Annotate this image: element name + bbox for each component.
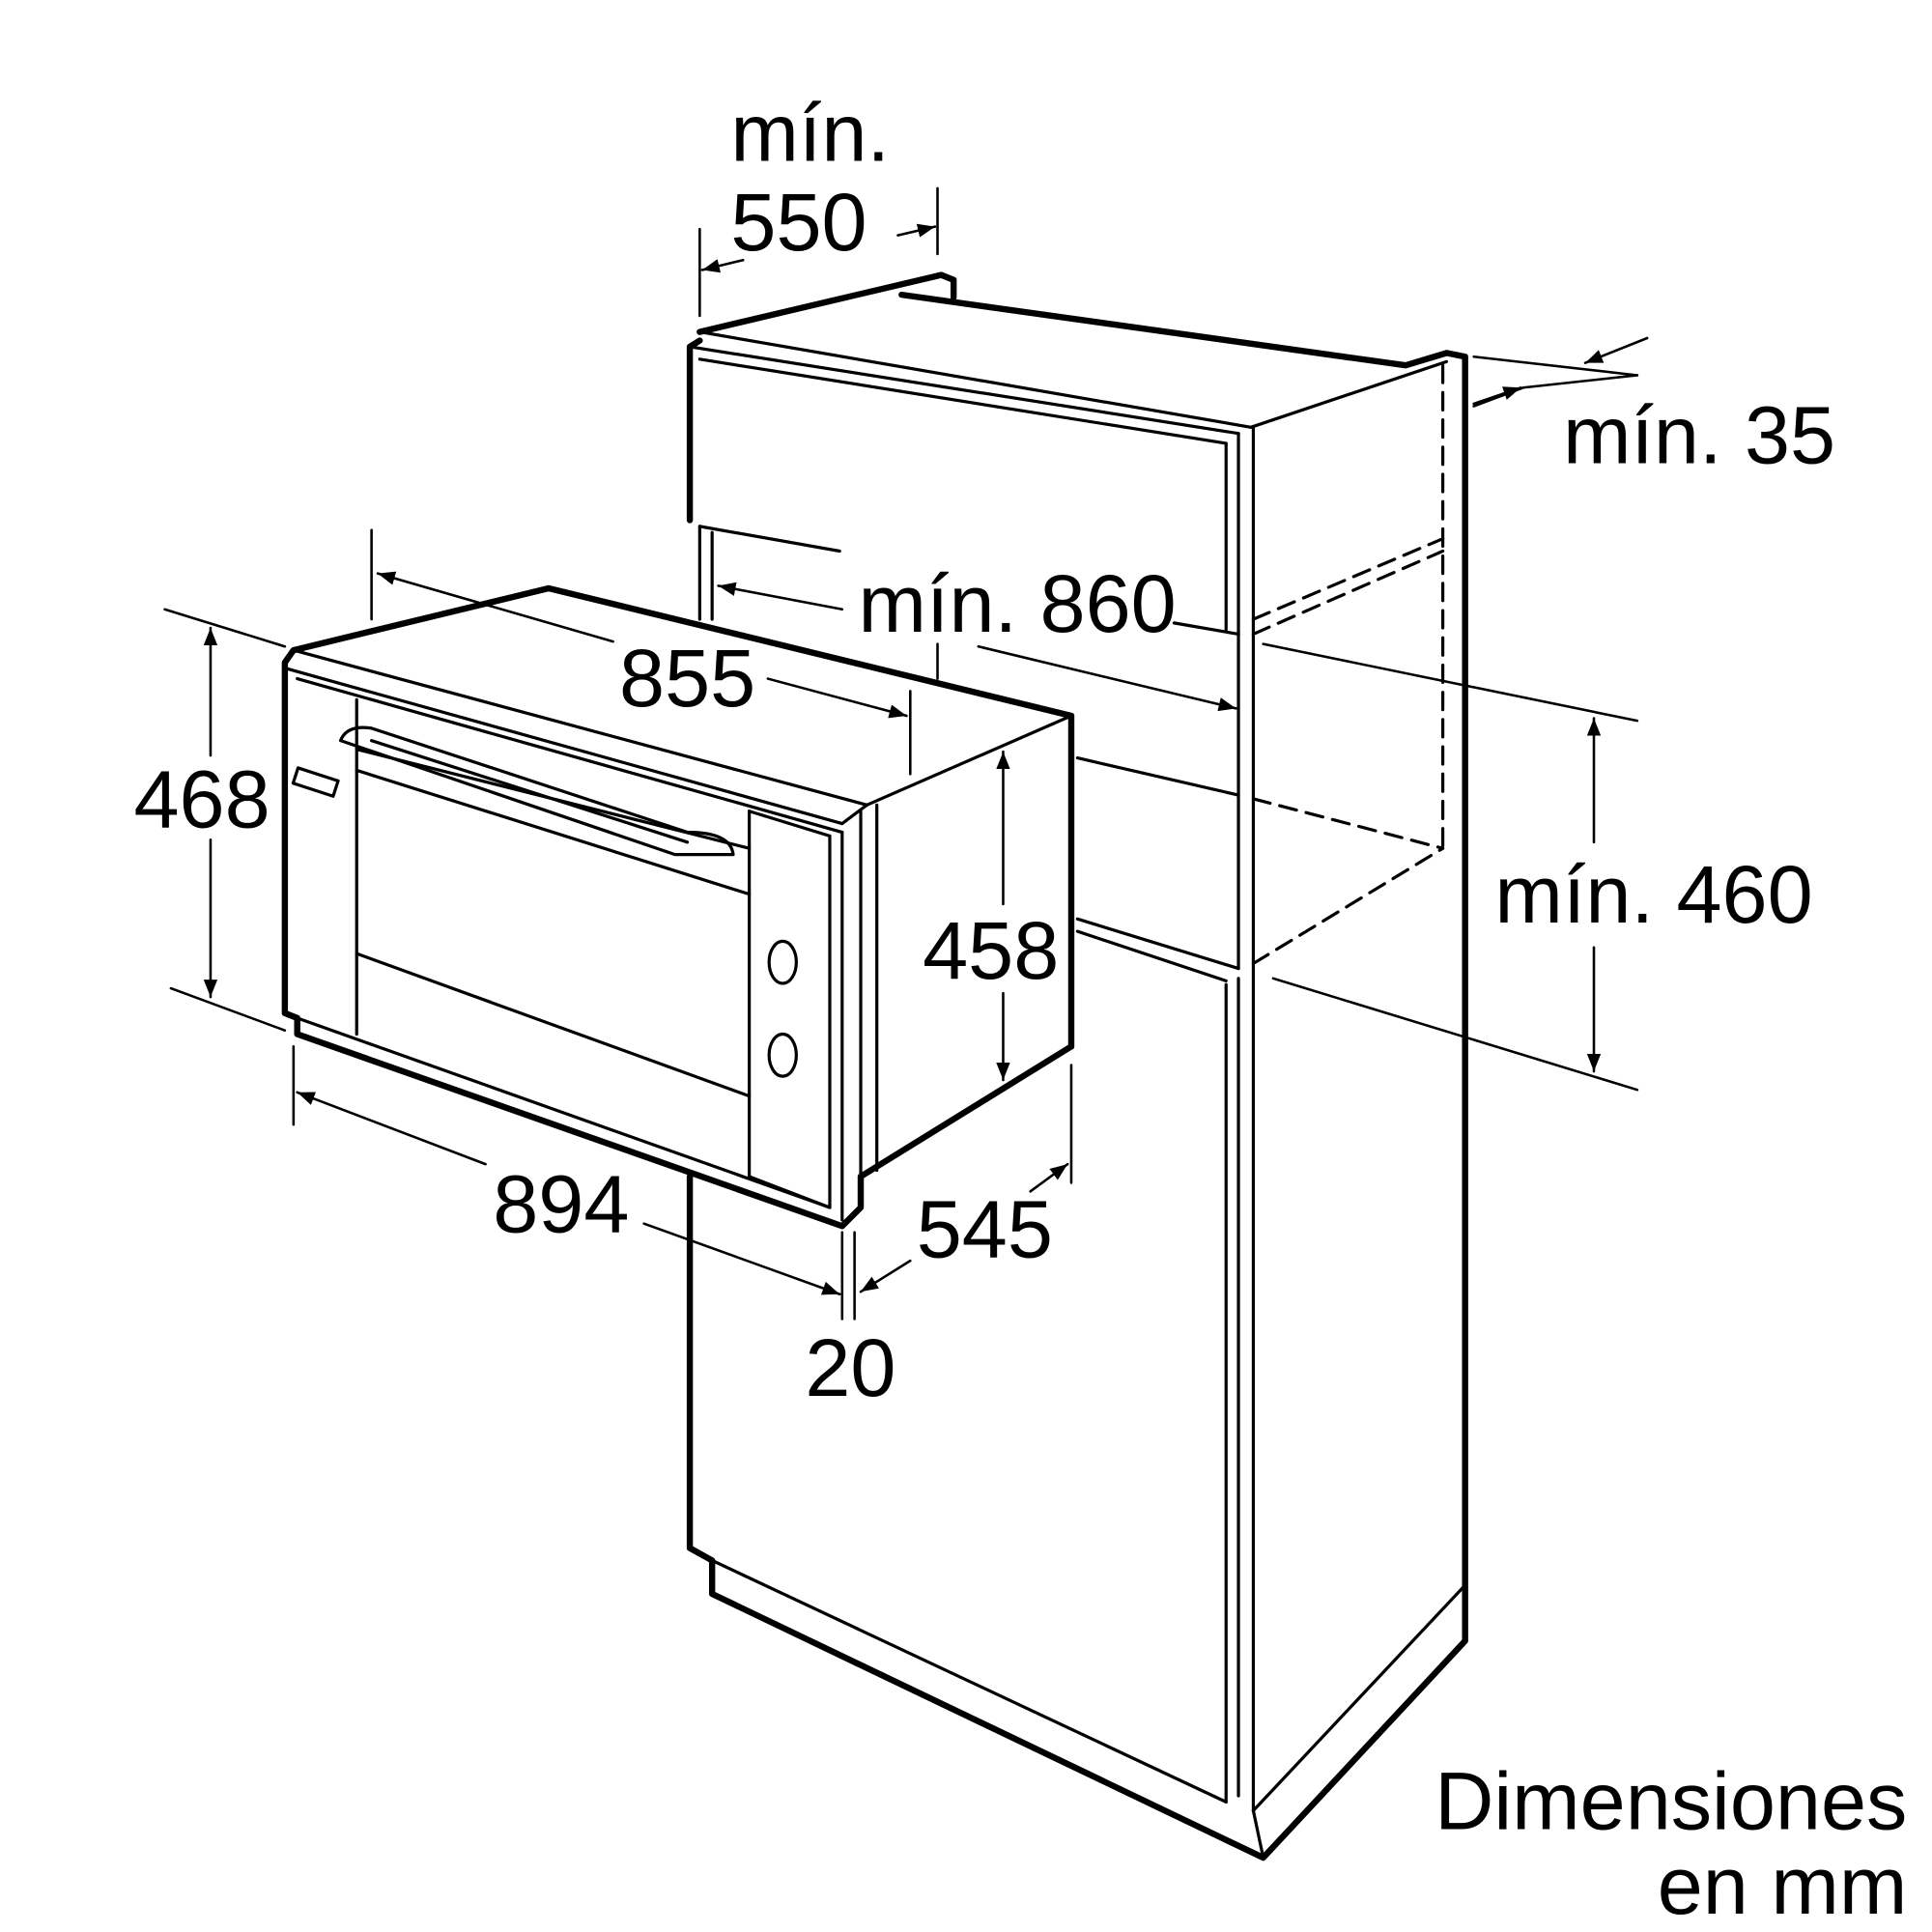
label-min: mín. [730,87,890,179]
control-knob [767,1032,798,1078]
dimension-lines [163,186,1649,1321]
control-knob [767,939,798,985]
label-oven-front-height: 468 [133,753,270,844]
note-line-1: Dimensiones [1435,1755,1907,1847]
label-oven-body-height: 458 [923,904,1059,996]
label-niche-width: mín. 860 [858,557,1176,649]
oven [281,584,1075,1230]
label-oven-depth: 545 [917,1182,1053,1274]
cabinet [686,271,1468,1861]
label-oven-body-width: 855 [619,632,755,724]
label-gap-top: mín. 35 [1563,388,1835,480]
note-line-2: en mm [1658,1839,1908,1931]
display-panel [291,766,340,798]
label-oven-front-width: 894 [493,1158,629,1250]
label-niche-height: mín. 460 [1494,848,1812,940]
label-cabinet-depth: 550 [730,176,867,268]
label-front-thickness: 20 [805,1321,895,1413]
door-handle [338,725,735,857]
